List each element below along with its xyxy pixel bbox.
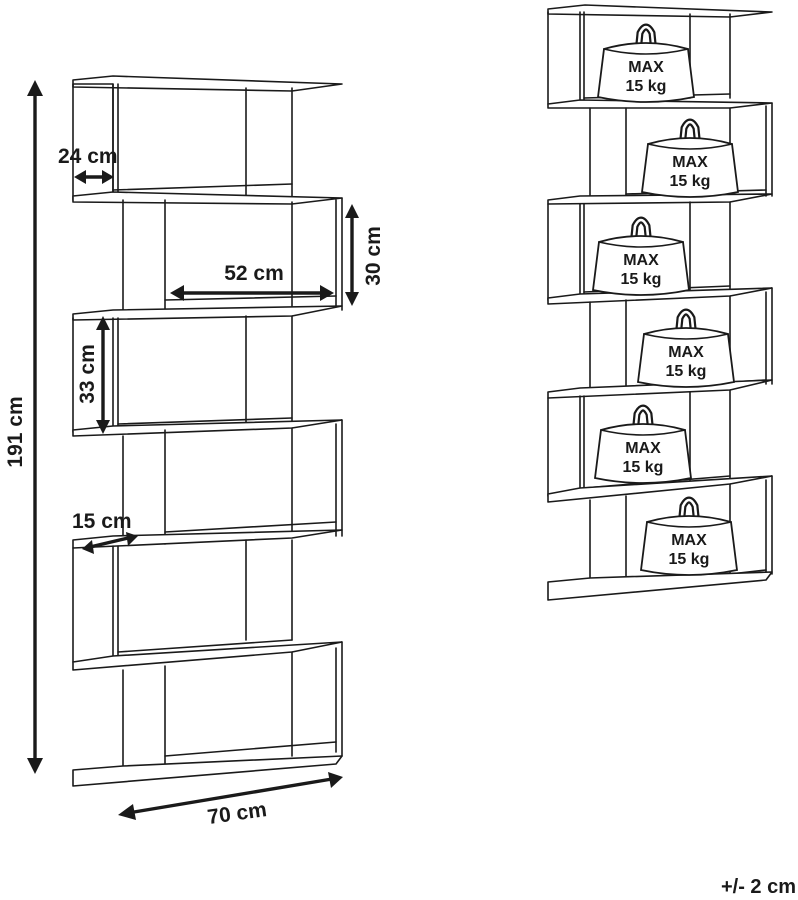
weight-kg-label: 15 kg [666, 363, 707, 380]
weight-kg-label: 15 kg [626, 78, 667, 95]
dimension-arrows [27, 80, 359, 820]
weight-icon: MAX 15 kg [594, 404, 692, 484]
weight-kg-label: 15 kg [670, 173, 711, 190]
weight-icon: MAX 15 kg [637, 308, 735, 388]
weight-kg-label: 15 kg [623, 459, 664, 476]
weight-max-label: MAX [628, 59, 664, 76]
weight-max-label: MAX [671, 532, 707, 549]
tolerance-label: +/- 2 cm [721, 876, 796, 898]
weight-icon: MAX 15 kg [640, 496, 738, 576]
right-shelf-drawing [547, 4, 773, 601]
weight-max-label: MAX [625, 440, 661, 457]
inner-width-label: 52 cm [224, 262, 284, 285]
depth-label: 24 cm [58, 145, 118, 168]
inner-height-b-label: 33 cm [76, 344, 99, 404]
weight-icon: MAX 15 kg [641, 118, 739, 198]
weight-max-label: MAX [672, 154, 708, 171]
height-label: 191 cm [4, 396, 27, 467]
width-label: 70 cm [206, 798, 268, 829]
weight-icon: MAX 15 kg [597, 23, 695, 103]
weights-layer: MAX 15 kg MAX 15 kg MAX 15 kg MAX 15 kg MAX 15 kg… [592, 23, 739, 576]
weight-kg-label: 15 kg [621, 271, 662, 288]
left-shelf-drawing [72, 75, 343, 787]
shelf-offset-label: 15 cm [72, 510, 132, 533]
weight-icon: MAX 15 kg [592, 216, 690, 296]
weight-kg-label: 15 kg [669, 551, 710, 568]
inner-height-a-label: 30 cm [362, 226, 385, 286]
weight-max-label: MAX [668, 344, 704, 361]
weight-max-label: MAX [623, 252, 659, 269]
